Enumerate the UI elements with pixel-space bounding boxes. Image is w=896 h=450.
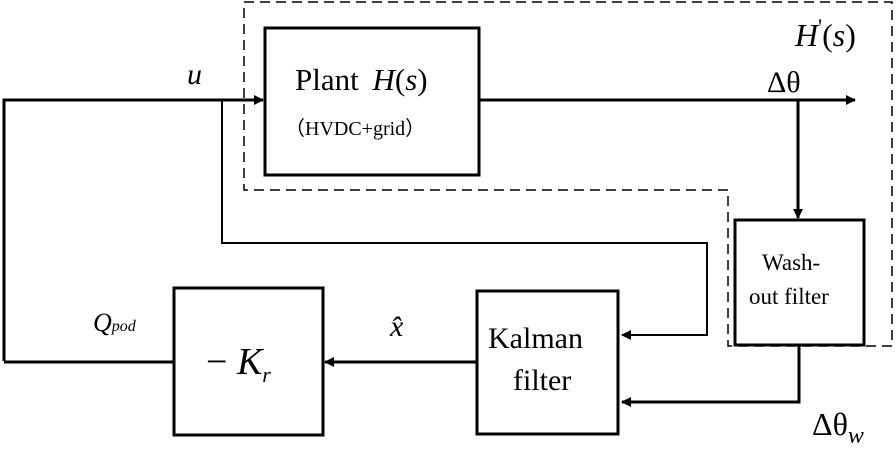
q-pod-base: Q <box>93 308 112 337</box>
gain-sign: − <box>206 341 228 383</box>
gain-label: − Kr <box>206 340 271 388</box>
gain-symbol: K <box>236 341 263 383</box>
u-to-kalman-line <box>221 100 708 340</box>
q-pod-label: Qpod <box>93 308 136 338</box>
delta-theta-w-base: Δθ <box>812 406 848 442</box>
group-arg: s <box>832 17 846 53</box>
delta-theta-w-sub: w <box>847 423 864 449</box>
x-hat-label: x̂ <box>390 310 404 343</box>
kalman-line1: Kalman <box>488 322 583 355</box>
washout-line1: Wash- <box>762 250 821 275</box>
diagram-canvas <box>2 1 893 437</box>
plant-subtitle: （HVDC+grid） <box>285 118 426 140</box>
group-func: H <box>795 17 819 53</box>
group-label: H'(s) <box>795 14 856 53</box>
delta-theta-w-label: Δθw <box>812 406 864 450</box>
delta-theta-label: Δθ <box>767 66 801 100</box>
u-line <box>2 95 264 361</box>
plant-label: Plant H(s) <box>295 62 428 97</box>
group-boundary <box>243 1 893 347</box>
u-label: u <box>187 58 202 91</box>
plant-func: H <box>372 62 395 97</box>
plant-block <box>263 26 481 177</box>
plant-title: Plant <box>295 62 359 97</box>
group-prime: ' <box>818 14 823 39</box>
delta-theta-text: Δθ <box>767 66 801 99</box>
kalman-line2: filter <box>513 364 572 397</box>
washout-line2: out filter <box>749 284 829 309</box>
plant-arg: s <box>405 62 418 97</box>
gain-sub: r <box>262 362 271 387</box>
kalman-block <box>475 289 620 436</box>
washout-to-kalman-line <box>621 345 801 407</box>
q-pod-sub: pod <box>111 318 136 335</box>
washout-block <box>733 218 866 347</box>
